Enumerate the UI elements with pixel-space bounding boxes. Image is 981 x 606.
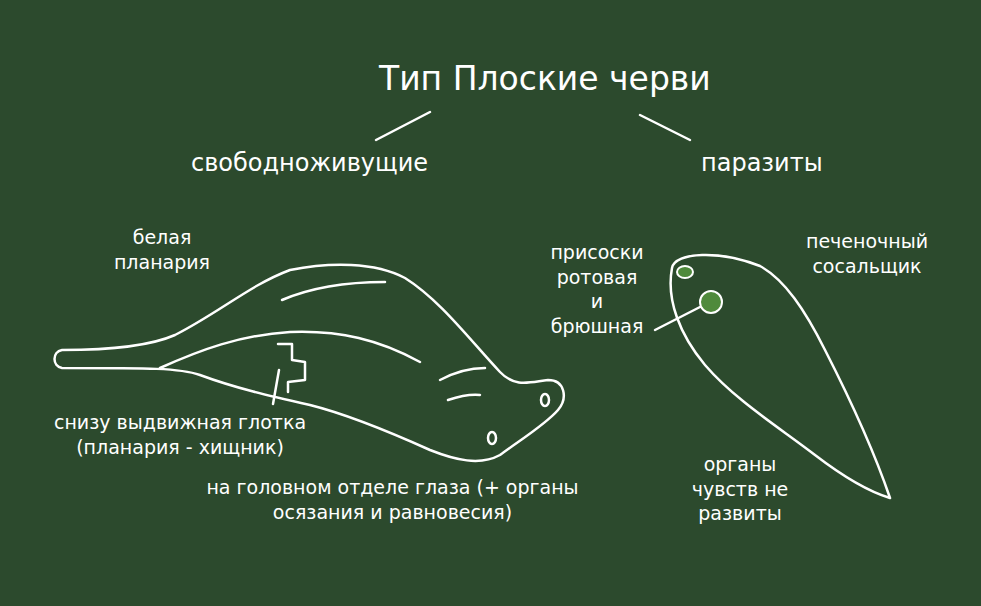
eye bbox=[541, 394, 549, 406]
planaria-inner-line bbox=[282, 282, 385, 300]
category-label: паразиты bbox=[701, 148, 823, 179]
planaria-inner-line bbox=[160, 332, 420, 368]
organism-name: печеночный сосальщик bbox=[797, 229, 937, 278]
leader-line bbox=[655, 307, 700, 330]
category-label: свободноживущие bbox=[191, 148, 428, 179]
branch-line bbox=[376, 112, 430, 140]
part-label: присоски ротовая и брюшная bbox=[549, 240, 645, 339]
oral-sucker bbox=[677, 266, 693, 278]
part-label: снизу выдвижная глотка (планария - хищни… bbox=[30, 410, 330, 459]
planaria-inner-line bbox=[448, 395, 480, 400]
diagram-title: Тип Плоские черви bbox=[379, 58, 711, 101]
leader-line bbox=[273, 370, 279, 404]
branch-line bbox=[640, 115, 690, 140]
ventral-sucker bbox=[700, 291, 722, 313]
note-label: органы чувств не развиты bbox=[684, 452, 796, 526]
pharynx bbox=[278, 344, 305, 392]
fluke-outline bbox=[671, 255, 890, 498]
part-label: на головном отделе глаза (+ органы осяза… bbox=[195, 475, 590, 524]
eye bbox=[488, 432, 496, 444]
organism-name: белая планария bbox=[102, 225, 222, 274]
planaria-inner-line bbox=[440, 368, 485, 380]
